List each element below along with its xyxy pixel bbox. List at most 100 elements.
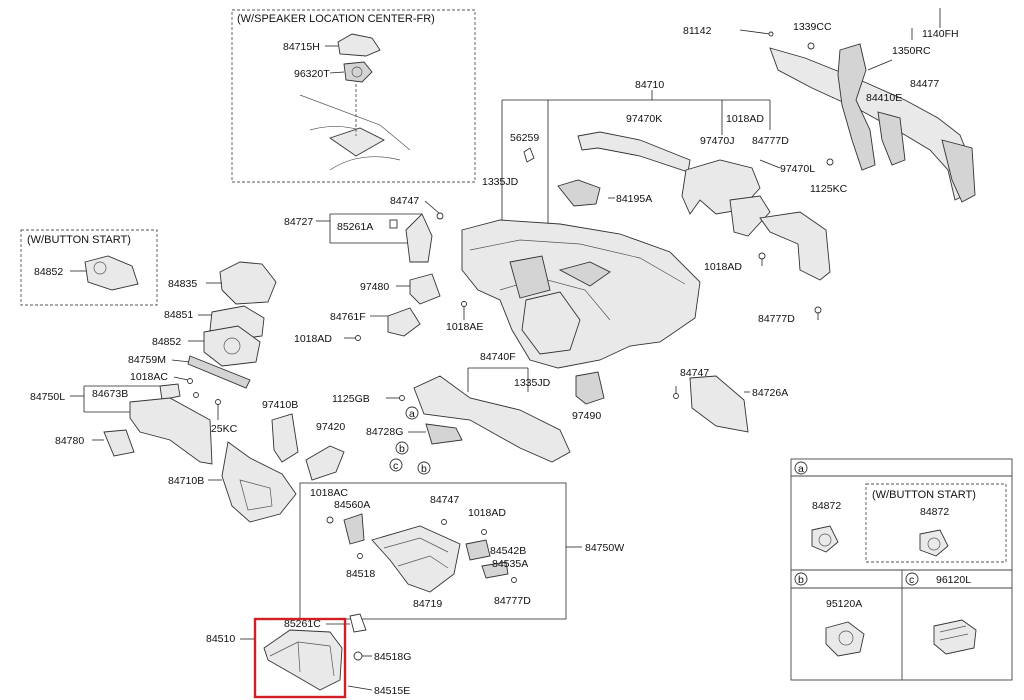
label-84750W: 84750W	[585, 542, 624, 554]
ring-84872-a[interactable]	[811, 525, 839, 553]
speaker-inset-frame	[231, 9, 476, 183]
label-84777D-c: 84777D	[494, 595, 531, 607]
duct-lower[interactable]	[729, 195, 771, 237]
label-84726A: 84726A	[752, 387, 788, 399]
part-84761F[interactable]	[387, 307, 421, 337]
label-1125GB: 1125GB	[332, 393, 370, 405]
vent-97490[interactable]	[575, 371, 605, 405]
cross-bar-bracket[interactable]	[837, 43, 876, 171]
ducts: 1018AD 84777D	[523, 131, 834, 325]
ring-84872-b[interactable]	[919, 529, 949, 557]
legend-callout-a	[794, 461, 808, 475]
svg-text:b: b	[421, 463, 427, 475]
button-start-inset-title: (W/BUTTON START)	[27, 234, 131, 246]
label-84728G: 84728G	[366, 426, 403, 438]
speaker-part[interactable]	[343, 61, 373, 83]
part-84673B[interactable]	[159, 383, 181, 401]
part-84852[interactable]	[203, 325, 261, 367]
label-97410B: 97410B	[262, 399, 298, 411]
label-97470J: 97470J	[700, 135, 734, 147]
label-85261A: 85261A	[337, 221, 373, 233]
label-84747-b: 84747	[680, 367, 709, 379]
glove-box-group: 84750W 1018AC 84747 84560A 1018AD 84542B…	[299, 482, 624, 620]
crash-pad-leaders: 84710 97470K 1018AD 84777D 56259 97470J …	[482, 79, 848, 230]
label-84560A: 84560A	[334, 499, 370, 511]
cross-bar-part[interactable]	[769, 47, 971, 201]
button-start-inset-left: (W/BUTTON START) 84852	[20, 229, 158, 306]
label-81142: 81142	[683, 25, 712, 37]
label-84777D-b: 84777D	[758, 313, 795, 325]
side-panel-84727[interactable]	[405, 213, 433, 263]
clip-56259[interactable]	[523, 147, 535, 163]
svg-text:a: a	[409, 408, 415, 420]
lower-panel-84740F[interactable]	[413, 375, 571, 463]
speaker-inset: (W/SPEAKER LOCATION CENTER-FR) 84715H 96…	[231, 9, 476, 183]
label-84510: 84510	[206, 633, 235, 645]
left-dash-parts: 84747 84727 85261A 84835 97480 84851 847…	[152, 195, 483, 367]
part-84542B[interactable]	[465, 539, 491, 561]
svg-text:b: b	[399, 443, 405, 455]
label-84761F: 84761F	[330, 311, 366, 323]
label-1125KC-a: 1125KC	[810, 183, 848, 195]
crash-pad-main-panel[interactable]	[461, 219, 701, 369]
part-84780[interactable]	[103, 429, 135, 457]
center-lower: 84740F 1335JD 1125GB 84728G a b c b 9749…	[332, 351, 788, 475]
button-95120A[interactable]	[825, 621, 865, 657]
lower-left-panels: 84759M 1018AC 84750L 84673B 1125KC 84780…	[30, 354, 345, 523]
legend-callout-b	[794, 572, 808, 586]
label-84710: 84710	[635, 79, 664, 91]
label-84477: 84477	[910, 78, 939, 90]
striker-84560A[interactable]	[343, 513, 365, 545]
side-cover-84726A[interactable]	[689, 375, 749, 433]
speaker-cover-part[interactable]	[337, 33, 381, 57]
lower-panel-84750L[interactable]	[129, 397, 213, 465]
panel-84710B[interactable]	[221, 441, 297, 523]
label-1018AE: 1018AE	[446, 321, 483, 333]
label-84872-b: 84872	[920, 506, 949, 518]
label-84542B: 84542B	[490, 545, 526, 557]
legend-callout-c	[905, 572, 919, 586]
vent-97420[interactable]	[305, 445, 345, 481]
duct-97470K[interactable]	[577, 131, 691, 173]
label-84715H: 84715H	[283, 41, 320, 53]
label-84710B: 84710B	[168, 475, 204, 487]
housing-84719[interactable]	[371, 525, 461, 593]
bracket-84728G[interactable]	[425, 423, 463, 445]
svg-text:b: b	[798, 574, 804, 586]
part-84195A[interactable]	[557, 179, 601, 207]
part-84535A[interactable]	[481, 561, 509, 579]
label-84515E: 84515E	[374, 685, 410, 697]
label-84852-b: 84852	[152, 336, 181, 348]
label-84195A: 84195A	[616, 193, 652, 205]
label-1018AD-c: 1018AD	[294, 333, 332, 345]
label-95120A: 95120A	[826, 598, 862, 610]
cross-bar-brace[interactable]	[877, 111, 906, 166]
label-84410E: 84410E	[866, 92, 902, 104]
vent-97410B[interactable]	[271, 413, 299, 463]
label-97480: 97480	[360, 281, 389, 293]
legend-button-start-frame	[865, 483, 1007, 563]
legend-button-start-title: (W/BUTTON START)	[872, 489, 976, 501]
cross-bar-end-bracket[interactable]	[941, 139, 976, 203]
trim-84759M[interactable]	[187, 355, 251, 389]
label-84727: 84727	[284, 216, 313, 228]
callout-c	[389, 458, 403, 472]
label-1350RC: 1350RC	[892, 45, 931, 57]
glove-box-part[interactable]	[263, 629, 343, 691]
button-start-panel-part[interactable]	[84, 255, 139, 291]
label-97420: 97420	[316, 421, 345, 433]
duct-97470L[interactable]	[759, 211, 831, 281]
label-1018AC-a: 1018AC	[130, 371, 168, 383]
glove-box-84510: 85261C 84510 84518G 84515E	[206, 613, 411, 699]
part-84835[interactable]	[219, 261, 277, 305]
label-1018AD-d: 1018AD	[468, 507, 506, 519]
label-84759M: 84759M	[128, 354, 166, 366]
label-84780: 84780	[55, 435, 84, 447]
vent-97480[interactable]	[409, 273, 441, 305]
label-1335JD-b: 1335JD	[514, 377, 551, 389]
highlight-box	[253, 617, 347, 699]
label-84747-c: 84747	[430, 494, 459, 506]
label-85261C: 85261C	[284, 618, 321, 630]
glove-box-frame	[299, 482, 567, 620]
